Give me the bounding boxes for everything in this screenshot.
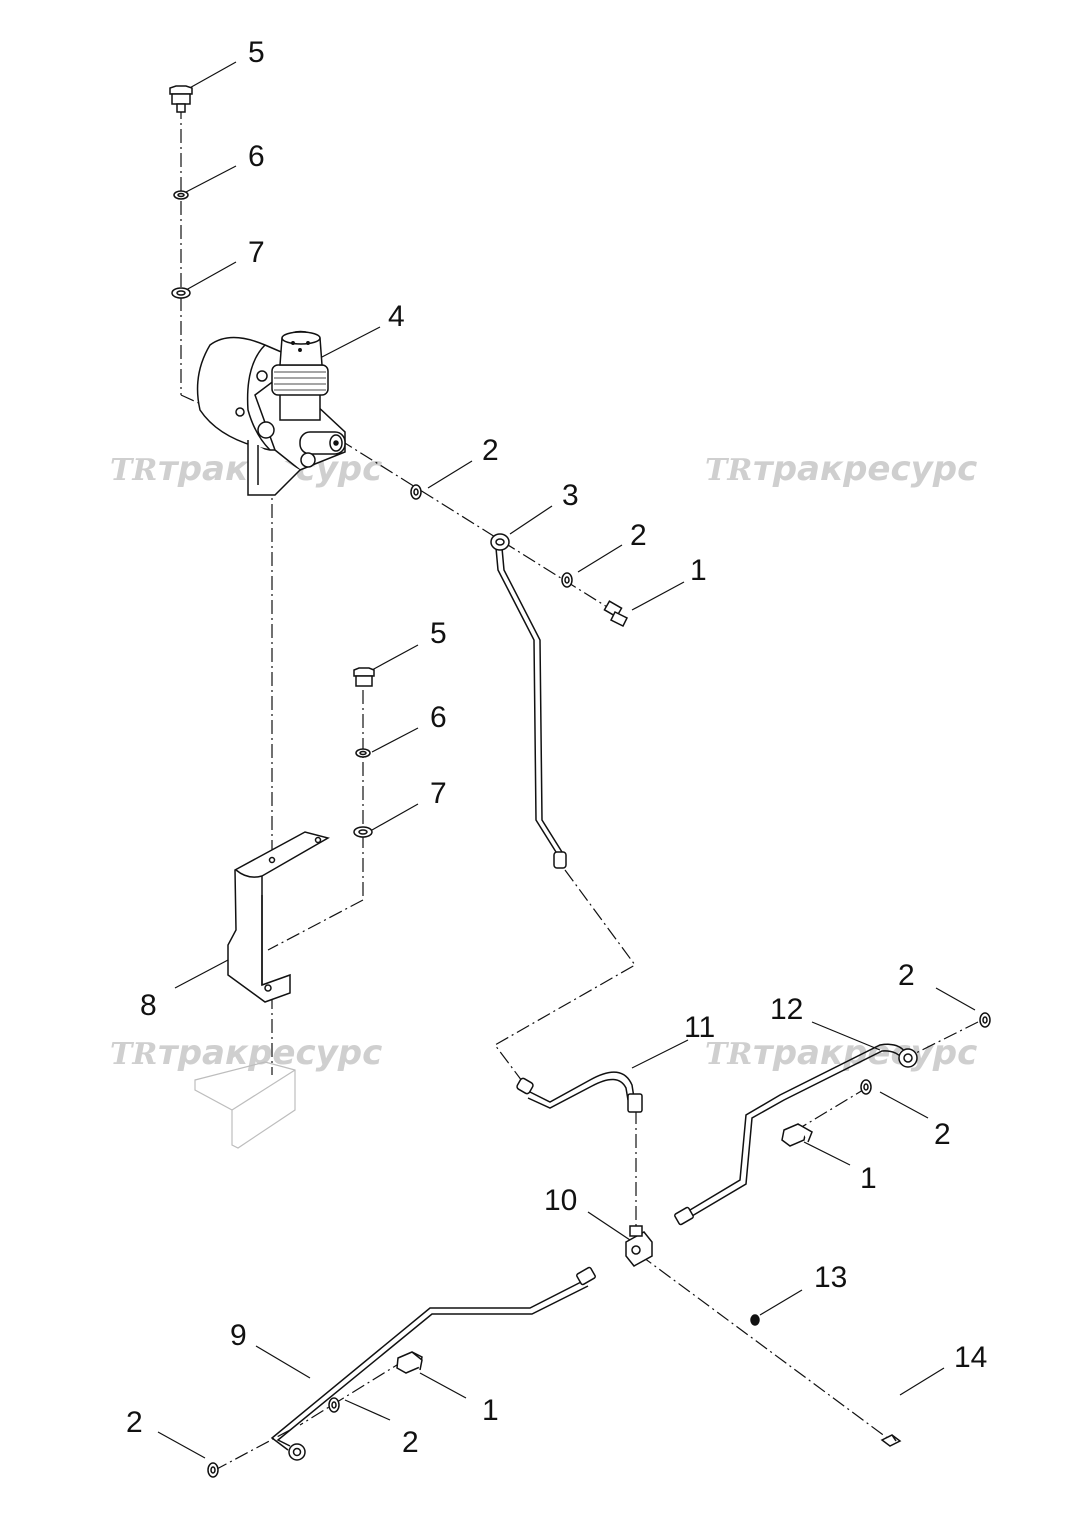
callout-label: 6 [430,701,447,734]
callout-label: 2 [630,519,647,552]
tee-fitting-10 [625,1225,653,1267]
bolt-5-middle [353,667,375,687]
watermark-bottom-right: TR тракресурс [705,1033,977,1073]
watermark-logo: TR [110,1037,157,1072]
callout-label: 2 [126,1406,143,1439]
watermark-top-right: TR тракресурс [705,449,977,489]
center-line-banjo-axis [339,439,621,616]
watermark-logo: TR [705,453,752,488]
banjo-bolt-1-bottom [396,1351,423,1374]
callout-label: 2 [898,959,915,992]
lock-washer-6-middle [355,748,371,758]
sealing-washer-2-filter [410,484,422,500]
callout-label: 1 [860,1162,877,1195]
callout-labels: 5 6 7 4 2 3 2 1 5 6 7 8 11 12 2 2 1 10 1… [126,36,987,1459]
callout-label: 3 [562,479,579,512]
center-line-pipe3-to-pipe11 [494,869,636,1086]
callout-label: 5 [430,617,447,650]
flat-washer-7-middle [353,826,373,838]
lock-washer-6-top [173,190,189,200]
fuel-filter-4 [196,330,346,496]
callout-label: 1 [482,1394,499,1427]
callout-label: 12 [770,993,803,1026]
mounting-bracket-8 [227,831,330,1003]
callout-label: 13 [814,1261,847,1294]
fuel-pipe-9 [270,1266,596,1461]
watermark-text: тракресурс [158,1033,382,1073]
callout-label: 10 [544,1184,577,1217]
watermark-bottom-left: TR тракресурс [110,1033,382,1073]
watermark-text: тракресурс [753,449,977,489]
center-line-tee-to-plug [639,1254,891,1441]
callout-label: 6 [248,140,265,173]
banjo-bolt-1-pipe3 [603,600,629,628]
fuel-pipe-11 [516,1071,643,1113]
fuel-pipe-3 [490,533,567,869]
center-line-pipe9-bolt [299,1359,406,1426]
sealing-washer-2-bottom [328,1397,340,1413]
center-line-lower-bolt-to-bracket [267,899,364,951]
o-ring-13 [750,1314,760,1326]
bolt-5-top [169,85,193,113]
frame-mount-ghost [194,1061,296,1149]
watermark-top-left: TR тракресурс [110,449,382,489]
callout-label: 7 [430,777,447,810]
banjo-bolt-1-right [781,1123,813,1147]
flat-washer-7-top [171,287,191,299]
callout-label: 8 [140,989,157,1022]
center-line-pipe9-washer [214,1429,291,1471]
center-line-pipe12-bolt [799,1086,869,1129]
fuel-pipe-12 [674,1043,918,1226]
callout-label: 4 [388,300,405,333]
callout-label: 7 [248,236,265,269]
center-line-washer-to-pipe12 [911,1021,979,1056]
callout-label: 1 [690,554,707,587]
callout-label: 11 [684,1011,715,1044]
assembly-lines [180,105,979,1471]
leader-lines [157,61,976,1459]
sealing-washer-2-bottom-left [207,1462,219,1478]
sealing-washer-2-right-top [979,1012,991,1028]
plug-screw-14 [880,1434,902,1447]
callout-label: 14 [954,1341,987,1374]
sealing-washer-2-pipe3 [561,572,573,588]
watermark-logo: TR [705,1037,752,1072]
callout-label: 5 [248,36,265,69]
callout-label: 2 [934,1118,951,1151]
sealing-washer-2-right [860,1079,872,1095]
watermark-logo: TR [110,453,157,488]
callout-label: 9 [230,1319,247,1352]
callout-label: 2 [482,434,499,467]
callout-label: 2 [402,1426,419,1459]
